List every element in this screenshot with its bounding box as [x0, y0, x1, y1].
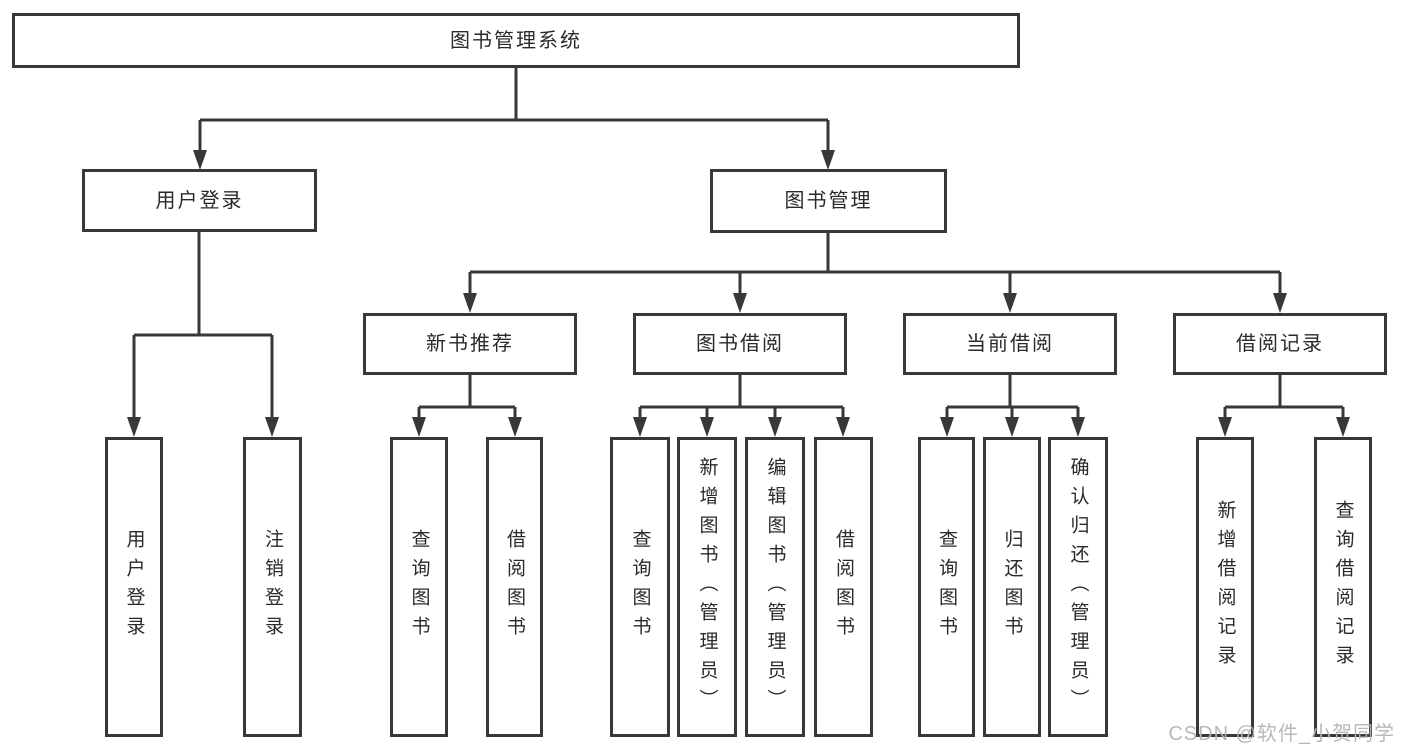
- node-current-borrow: 当前借阅: [903, 313, 1117, 375]
- leaf-confirm-return-admin: 确认归还（管理员）: [1048, 437, 1108, 737]
- leaf-borrow-books-recommend: 借阅图书: [486, 437, 543, 737]
- node-book-borrow-label: 图书借阅: [696, 333, 784, 355]
- leaf-logout: 注销登录: [243, 437, 302, 737]
- csdn-watermark: CSDN @软件_小贺同学: [1168, 723, 1395, 745]
- leaf-query-borrow-record: 查询借阅记录: [1314, 437, 1372, 737]
- node-current-borrow-label: 当前借阅: [966, 333, 1054, 355]
- leaf-borrow-books-label: 借阅图书: [833, 529, 854, 645]
- leaf-return-books-label: 归还图书: [1001, 529, 1023, 645]
- leaf-add-books-admin-label: 新增图书（管理员）: [696, 456, 718, 718]
- node-user-login-label: 用户登录: [155, 189, 244, 212]
- node-root-system-label: 图书管理系统: [450, 29, 582, 52]
- node-new-book-recommend: 新书推荐: [363, 313, 577, 375]
- leaf-query-books-current: 查询图书: [918, 437, 975, 737]
- node-book-management-label: 图书管理: [784, 190, 873, 212]
- leaf-edit-books-admin: 编辑图书（管理员）: [745, 437, 805, 737]
- leaf-query-books-recommend: 查询图书: [390, 437, 448, 737]
- leaf-add-borrow-record-label: 新增借阅记录: [1214, 500, 1236, 674]
- leaf-edit-books-admin-label: 编辑图书（管理员）: [764, 456, 786, 718]
- node-book-borrow: 图书借阅: [633, 313, 847, 375]
- node-borrow-records: 借阅记录: [1173, 313, 1387, 375]
- leaf-confirm-return-admin-label: 确认归还（管理员）: [1067, 456, 1089, 718]
- leaf-query-borrow-record-label: 查询借阅记录: [1332, 500, 1354, 674]
- node-borrow-records-label: 借阅记录: [1236, 333, 1324, 355]
- node-user-login: 用户登录: [82, 169, 317, 232]
- leaf-query-books-borrow-label: 查询图书: [629, 529, 651, 645]
- node-book-management: 图书管理: [710, 169, 947, 233]
- leaf-add-books-admin: 新增图书（管理员）: [677, 437, 737, 737]
- leaf-return-books: 归还图书: [983, 437, 1041, 737]
- leaf-borrow-books-recommend-label: 借阅图书: [504, 529, 525, 645]
- node-root-system: 图书管理系统: [12, 13, 1020, 68]
- leaf-query-books-recommend-label: 查询图书: [408, 529, 430, 645]
- leaf-query-books-borrow: 查询图书: [610, 437, 670, 737]
- node-new-book-recommend-label: 新书推荐: [426, 333, 514, 355]
- leaf-user-login: 用户登录: [105, 437, 163, 737]
- leaf-user-login-label: 用户登录: [123, 529, 145, 645]
- leaf-logout-label: 注销登录: [262, 529, 283, 645]
- leaf-query-books-current-label: 查询图书: [936, 529, 957, 645]
- leaf-add-borrow-record: 新增借阅记录: [1196, 437, 1254, 737]
- leaf-borrow-books: 借阅图书: [814, 437, 873, 737]
